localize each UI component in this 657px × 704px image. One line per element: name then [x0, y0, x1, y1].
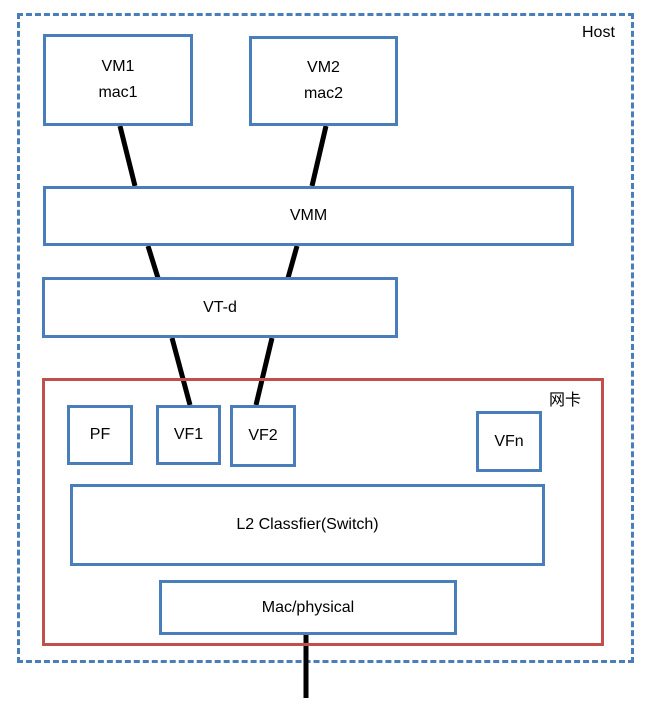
vf1-box: VF1: [156, 405, 221, 465]
vfn-label: VFn: [494, 432, 524, 450]
vm1-name: VM1: [101, 58, 135, 75]
pf-box: PF: [67, 405, 133, 465]
vm2-name: VM2: [307, 59, 340, 76]
vm1-mac: mac1: [98, 84, 138, 101]
host-label: Host: [582, 24, 615, 41]
vf1-label: VF1: [173, 426, 204, 443]
vf2-box: VF2: [230, 405, 296, 467]
mac-physical-label: Mac/physical: [261, 598, 355, 616]
vtd-label: VT-d: [203, 298, 237, 316]
vf2-label: VF2: [248, 427, 278, 444]
vtd-box: VT-d: [42, 277, 398, 338]
vm2-vmm-link: [309, 125, 329, 187]
l2-classifier-label: L2 Classfier(Switch): [236, 516, 379, 533]
vmm-label: VMM: [289, 207, 328, 224]
vm1-vmm-link: [117, 125, 138, 187]
l2-classifier-box: L2 Classfier(Switch): [70, 484, 545, 566]
vm2-box: VM2 mac2: [249, 36, 398, 126]
vm1-box: VM1 mac1: [43, 34, 193, 126]
vtd-vf1-link: [169, 337, 193, 406]
vm2-mac: mac2: [303, 85, 344, 102]
pf-label: PF: [89, 426, 111, 443]
nic-boundary: [42, 378, 604, 646]
nic-label: 网卡: [549, 392, 582, 409]
vfn-box: VFn: [476, 411, 542, 472]
vmm-vtd-link-left: [145, 245, 161, 279]
host-boundary: [17, 13, 634, 663]
vmm-vtd-link-right: [285, 245, 300, 279]
mac-physical-box: Mac/physical: [159, 580, 457, 635]
vtd-vf2-link: [253, 337, 275, 406]
vmm-box: VMM: [43, 186, 574, 246]
